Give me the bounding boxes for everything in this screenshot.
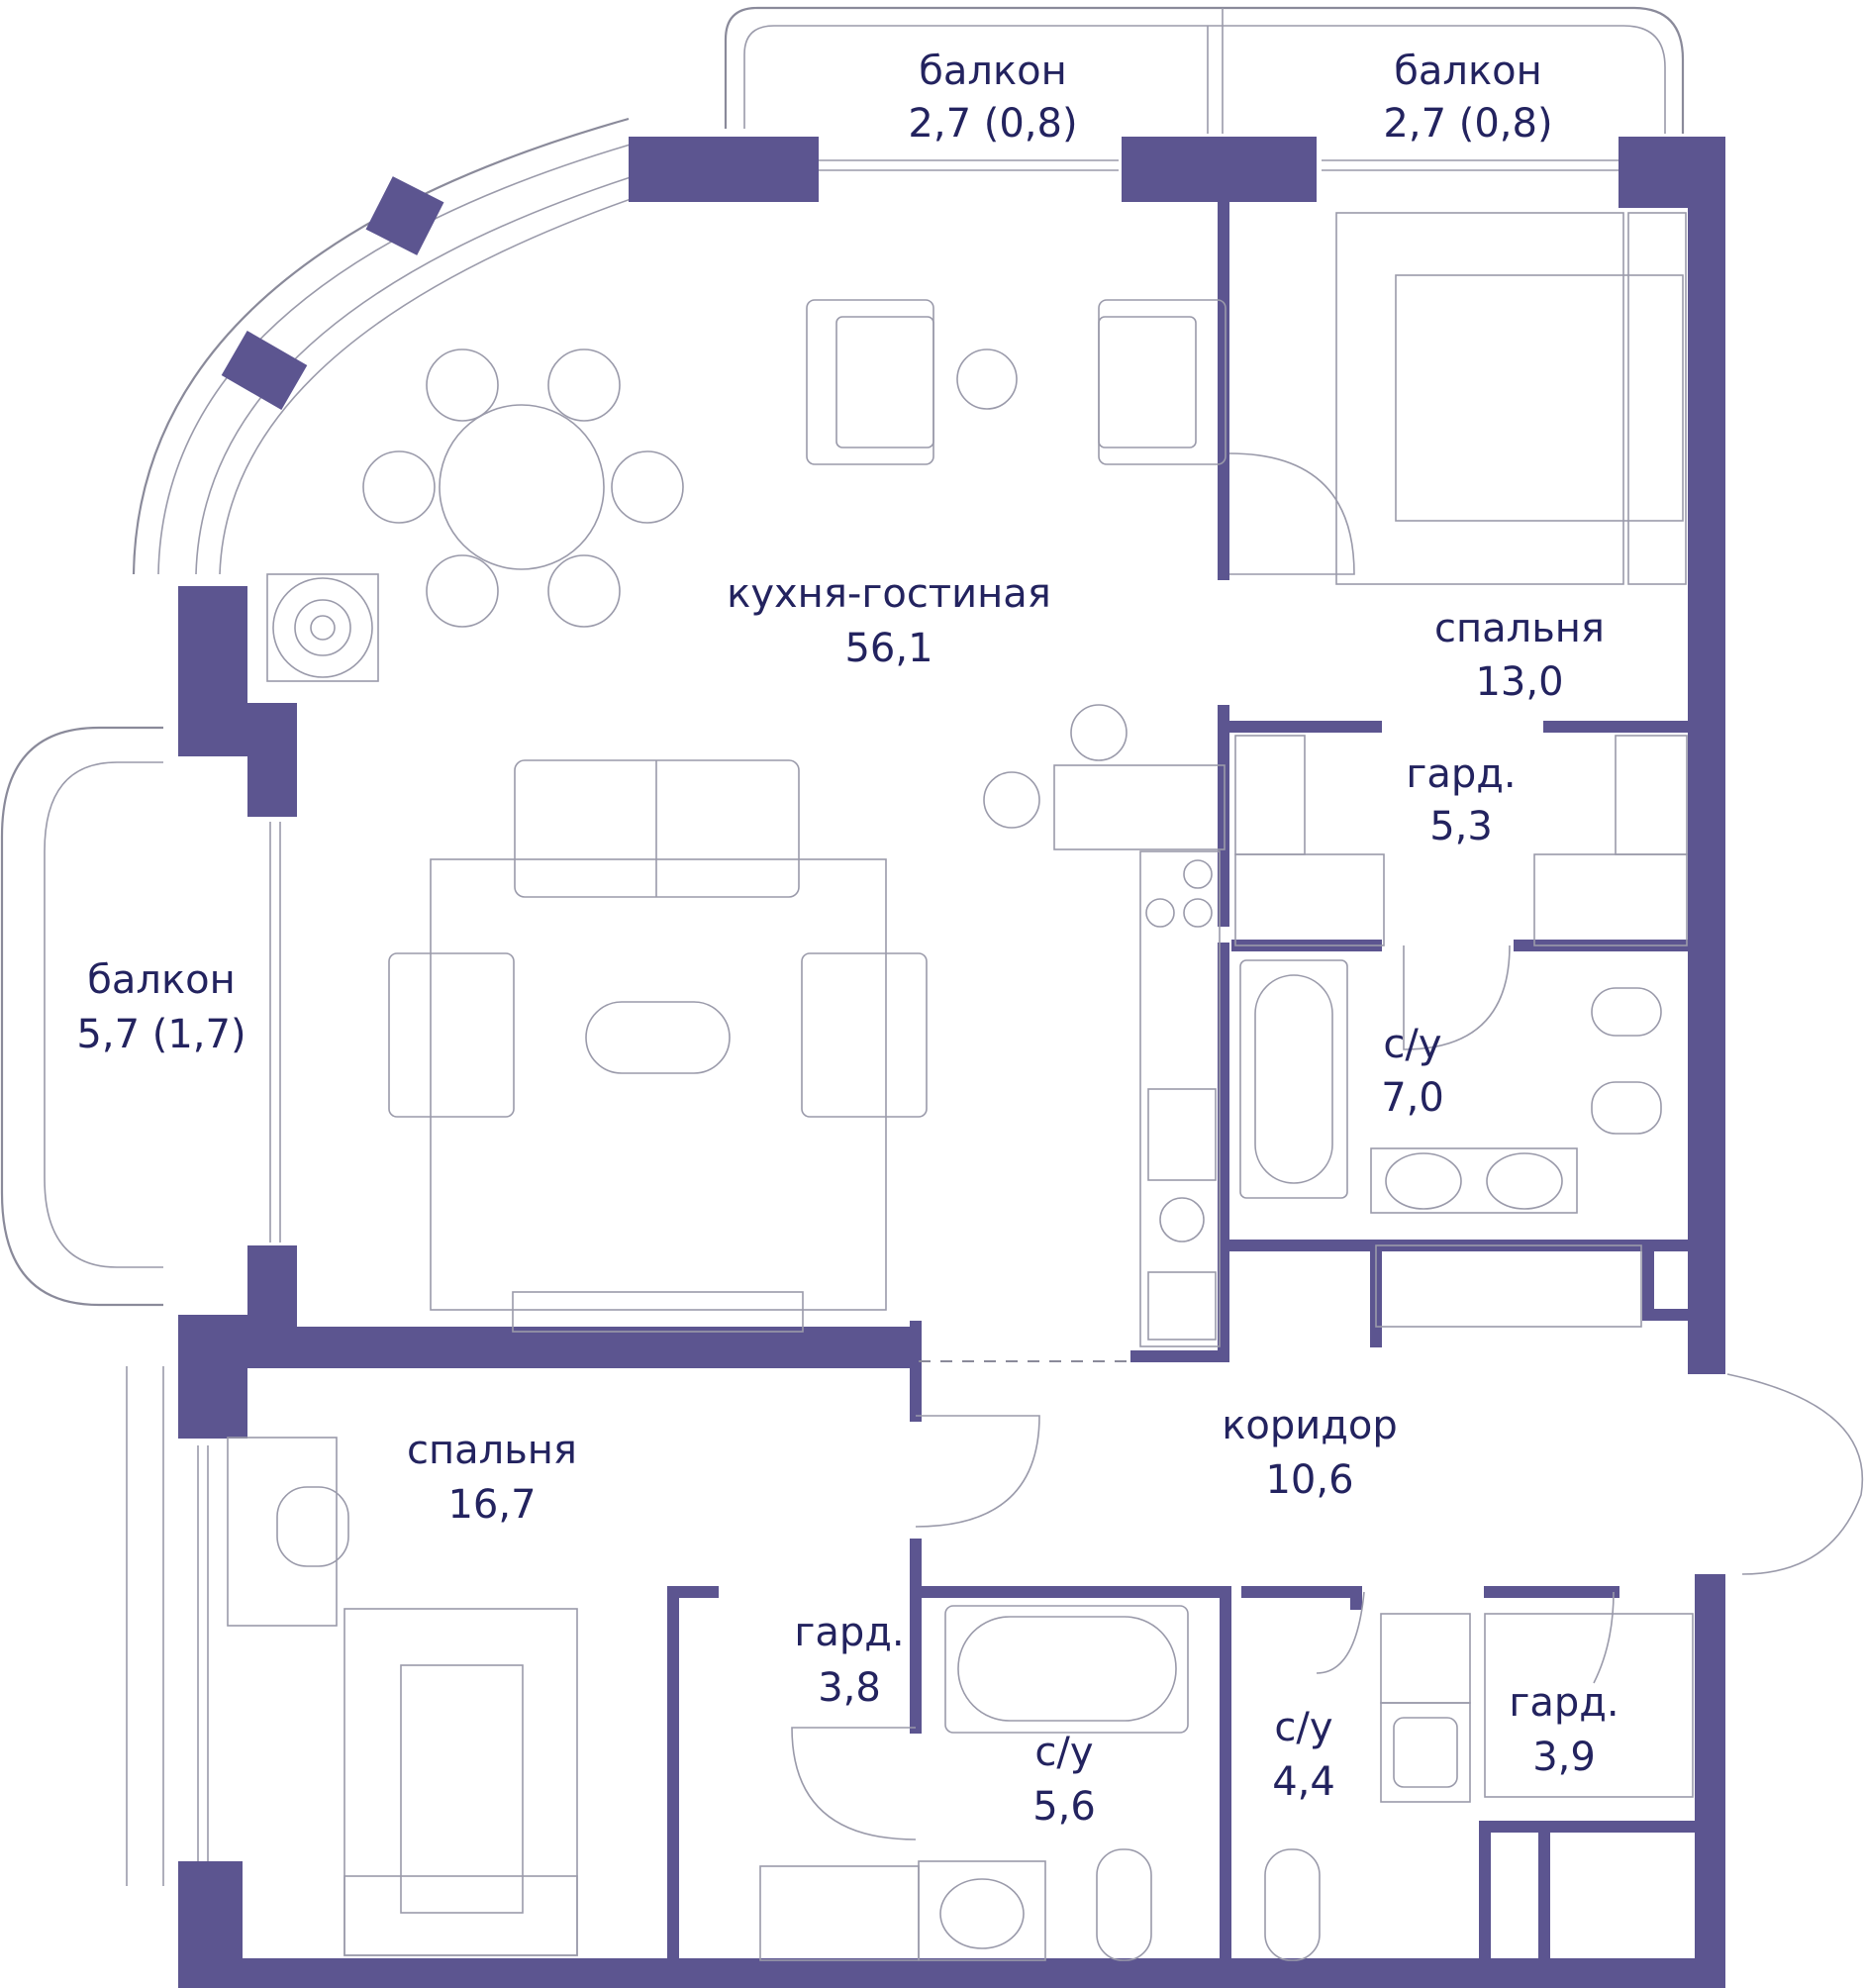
svg-text:10,6: 10,6 [1265,1457,1353,1503]
bathroom-1-fixtures [1239,959,1662,1328]
svg-text:3,8: 3,8 [818,1665,881,1711]
label-bedroom-2: спальня 16,7 [407,1428,577,1528]
svg-text:балкон: балкон [87,957,236,1003]
dining-set [362,348,684,628]
svg-text:гард.: гард. [1406,751,1516,797]
svg-text:5,7 (1,7): 5,7 (1,7) [76,1012,245,1057]
svg-text:коридор: коридор [1222,1403,1398,1448]
svg-text:13,0: 13,0 [1475,659,1563,705]
label-wardrobe-2: гард. 3,8 [794,1610,904,1711]
lounge-armchairs [806,299,1226,465]
wardrobe-1-shelves [1234,735,1688,946]
svg-text:3,9: 3,9 [1532,1735,1596,1780]
curved-glazing [132,117,635,575]
svg-text:5,6: 5,6 [1032,1784,1096,1830]
left-balcony-outline [0,726,281,1307]
svg-text:спальня: спальня [407,1428,577,1473]
label-bathroom-2: с/у 5,6 [1032,1730,1096,1830]
bathroom-3-fixtures [1264,1613,1694,1961]
label-bedroom-1: спальня 13,0 [1434,606,1605,705]
bedroom-1-bed [1335,212,1687,585]
svg-text:7,0: 7,0 [1381,1075,1444,1121]
top-balcony-outline [724,6,1685,171]
svg-text:гард.: гард. [1509,1680,1619,1726]
svg-text:5,3: 5,3 [1429,804,1493,849]
svg-text:спальня: спальня [1434,606,1605,651]
svg-text:2,7 (0,8): 2,7 (0,8) [908,101,1077,147]
label-wardrobe-1: гард. 5,3 [1406,751,1516,849]
svg-text:гард.: гард. [794,1610,904,1655]
label-bathroom-3: с/у 4,4 [1272,1705,1335,1805]
label-balcony-top-right: балкон 2,7 (0,8) [1383,49,1552,147]
doors [791,452,1864,1840]
label-bathroom-1: с/у 7,0 [1381,1022,1444,1121]
label-balcony-top-left: балкон 2,7 (0,8) [908,49,1077,147]
svg-text:56,1: 56,1 [844,626,932,671]
label-kitchen-living: кухня-гостиная 56,1 [727,571,1051,671]
svg-text:2,7 (0,8): 2,7 (0,8) [1383,101,1552,147]
bedroom-2-furniture [227,1437,578,1956]
svg-text:16,7: 16,7 [447,1482,536,1528]
svg-text:кухня-гостиная: кухня-гостиная [727,571,1051,617]
svg-text:с/у: с/у [1274,1705,1332,1750]
plant-icon [266,573,379,682]
label-balcony-left: балкон 5,7 (1,7) [76,957,245,1057]
svg-text:балкон: балкон [1394,49,1542,94]
bathroom-2-fixtures [759,1605,1189,1961]
walls [178,137,1725,1988]
svg-text:балкон: балкон [919,49,1067,94]
label-corridor: коридор 10,6 [1222,1403,1398,1503]
label-wardrobe-3: гард. 3,9 [1509,1680,1619,1780]
svg-text:4,4: 4,4 [1272,1759,1335,1805]
kitchen-island [983,704,1226,1347]
svg-text:с/у: с/у [1383,1022,1441,1067]
left-bedroom-glazing [126,1366,209,1886]
living-furniture [388,759,928,1333]
svg-text:с/у: с/у [1034,1730,1093,1775]
